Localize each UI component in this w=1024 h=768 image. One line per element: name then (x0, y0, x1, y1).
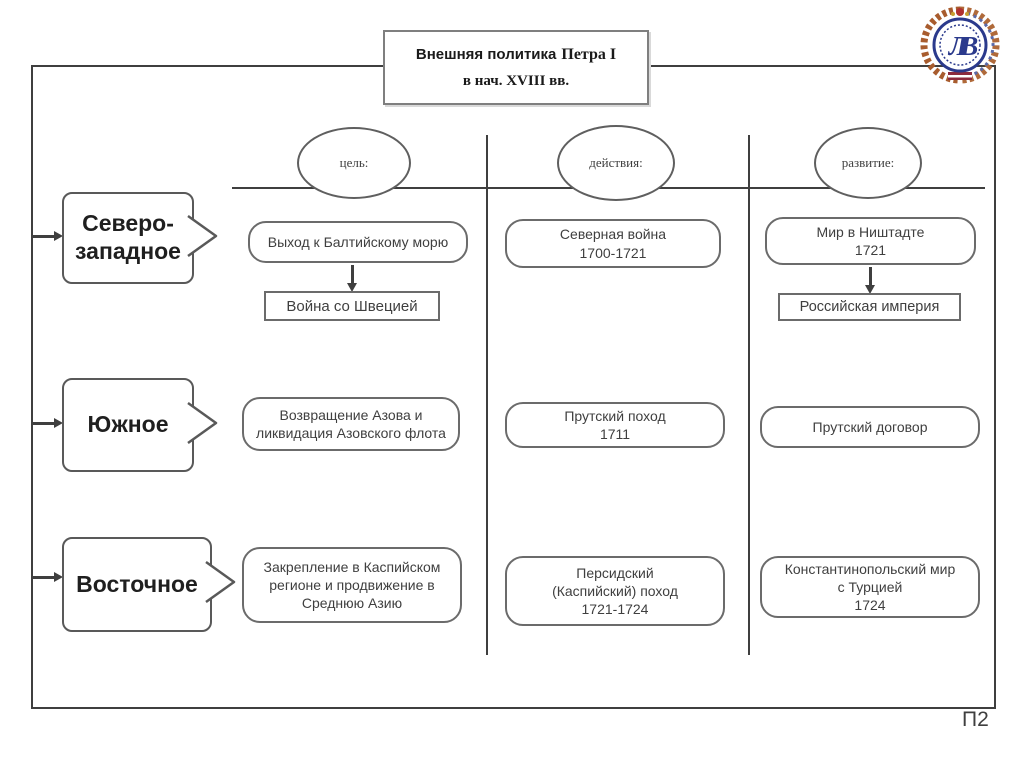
row1-goal-outcome-box: Война со Швецией (264, 291, 440, 321)
column-divider-1 (486, 135, 488, 655)
row3-goal-text: Закрепление в Каспийском регионе и продв… (263, 558, 441, 612)
column-header-actions: действия: (557, 125, 675, 201)
row2-callout-pointer-icon (187, 401, 218, 445)
row1-goal-outcome-text: Война со Швецией (286, 297, 418, 315)
row1-result-arrow (869, 267, 872, 286)
row1-goal-text: Выход к Балтийскому морю (267, 233, 449, 250)
row3-direction-box: Восточное (62, 537, 212, 632)
row1-result-outcome-text: Российская империя (799, 299, 940, 315)
connector-row1 (32, 235, 56, 238)
connector-row2 (32, 422, 56, 425)
row1-action-box: Северная война 1700-1721 (505, 219, 721, 268)
column-header-goal: цель: (297, 127, 411, 199)
row1-result-outcome-box: Российская империя (778, 293, 961, 321)
row3-direction-label: Восточное (76, 570, 198, 597)
row1-callout-pointer-icon (187, 214, 218, 258)
row3-result-line3: 1724 (854, 597, 886, 614)
page-number: П2 (962, 708, 989, 731)
row1-result-line2: 1721 (854, 242, 887, 258)
row3-callout-pointer-icon (205, 560, 236, 604)
row3-result-box: Константинопольский мир с Турцией 1724 (760, 556, 980, 618)
column-header-goal-label: цель: (339, 155, 369, 170)
row1-action-line2: 1700-1721 (579, 244, 647, 261)
column-header-development: развитие: (814, 127, 922, 199)
row3-result-line2: с Турцией (837, 578, 903, 595)
row2-action-box: Прутский поход 1711 (505, 402, 725, 448)
connector-row2-arrowhead-icon (54, 418, 63, 428)
row1-result-line1: Мир в Ништадте (816, 223, 925, 240)
row2-action-line1: Прутский поход (564, 407, 666, 424)
column-header-development-label: развитие: (841, 155, 895, 170)
row3-action-box: Персидский (Каспийский) поход 1721-1724 (505, 556, 725, 626)
connector-row1-arrowhead-icon (54, 231, 63, 241)
title-part-sans: Внешняя политика (415, 45, 557, 63)
row1-direction-box: Северо-западное (62, 192, 194, 284)
row1-goal-arrow (351, 265, 354, 284)
row1-result-arrowhead-icon (865, 285, 875, 294)
row3-action-line3: 1721-1724 (581, 601, 649, 618)
connector-row3 (32, 576, 56, 579)
row2-goal-text: Возвращение Азова и ликвидация Азовского… (256, 406, 446, 441)
row3-action-line1: Персидский (576, 564, 654, 581)
title-part-serif: Петра I (561, 45, 617, 63)
row1-goal-arrowhead-icon (347, 283, 357, 292)
row2-result-line1: Прутский договор (812, 418, 928, 435)
page-subtitle: в нач. XVIII вв. (462, 72, 570, 89)
row2-result-box: Прутский договор (760, 406, 980, 448)
row2-goal-box: Возвращение Азова и ликвидация Азовского… (242, 397, 460, 451)
row3-result-line1: Константинопольский мир (784, 560, 956, 577)
row3-goal-box: Закрепление в Каспийском регионе и продв… (242, 547, 462, 623)
connector-row3-arrowhead-icon (54, 572, 63, 582)
row2-direction-box: Южное (62, 378, 194, 472)
row2-direction-label: Южное (87, 411, 169, 438)
row1-result-box: Мир в Ништадте 1721 (765, 217, 976, 265)
row2-action-line2: 1711 (599, 426, 631, 442)
column-divider-2 (748, 135, 750, 655)
row1-goal-box: Выход к Балтийскому морю (248, 221, 468, 263)
column-header-actions-label: действия: (589, 155, 643, 170)
university-emblem-icon: ЛВ (920, 6, 1000, 84)
row1-direction-label: Северо-западное (75, 210, 181, 264)
row3-action-line2: (Каспийский) поход (552, 582, 678, 599)
row1-action-line1: Северная война (559, 226, 667, 243)
